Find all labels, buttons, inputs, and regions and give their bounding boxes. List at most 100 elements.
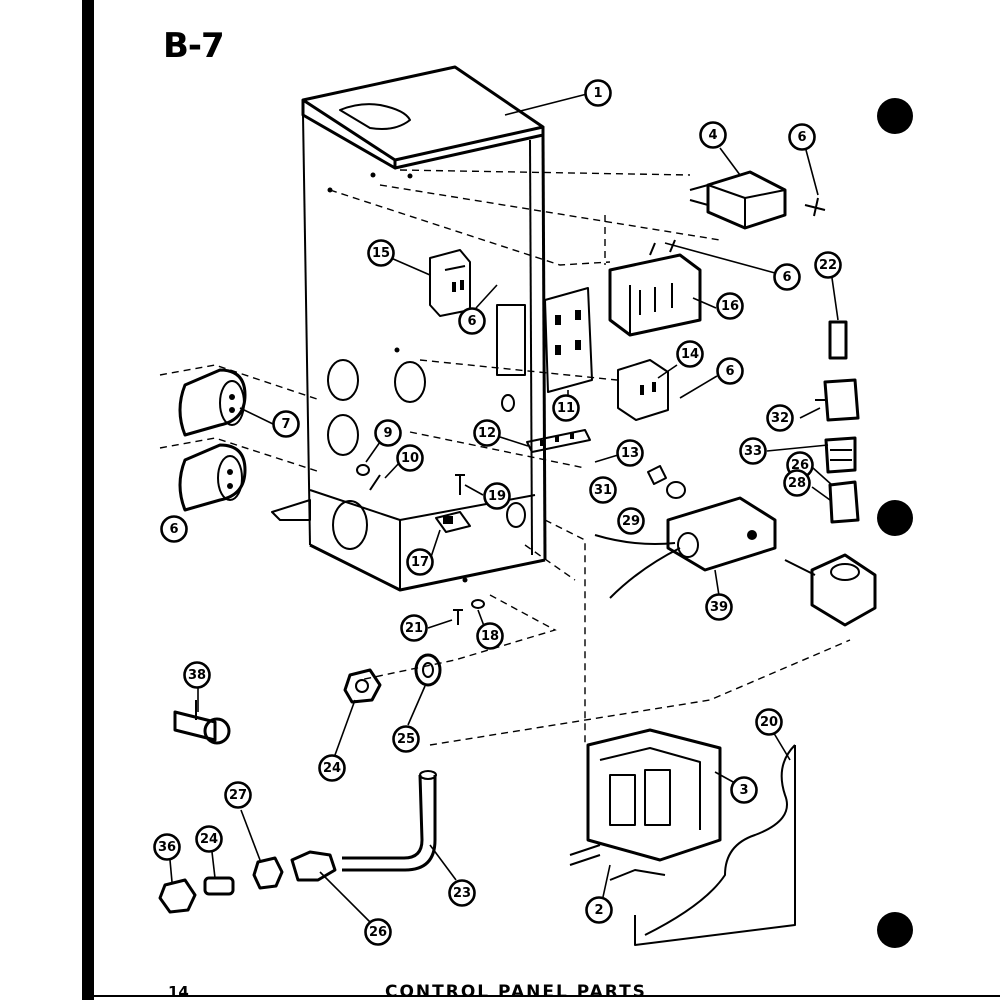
callout-label: 25 [397,732,415,747]
fitting-26-lower [290,850,337,882]
bracket-17 [435,511,471,533]
callout-31: 31 [589,476,617,504]
callout-label: 26 [369,925,387,940]
callout-label: 38 [188,668,206,683]
tube-22 [828,320,848,360]
callout-label: 9 [383,426,392,441]
transformer-4 [689,170,826,230]
callout-label: 28 [788,476,806,491]
callout-label: 6 [725,364,734,379]
callout-label: 1 [593,86,602,101]
callout-9: 9 [374,419,402,447]
control-block-2 [569,728,722,881]
callout-16: 16 [716,292,744,320]
callout-13: 13 [616,439,644,467]
callout-label: 12 [478,426,496,441]
callout-label: 24 [200,832,218,847]
washer-18 [471,599,485,609]
callout-12: 12 [473,419,501,447]
callout-label: 31 [594,483,612,498]
screw-21 [453,609,463,625]
fitting-26 [828,480,860,524]
callout-label: 27 [229,788,247,803]
punch-hole-bottom [877,912,913,948]
page-caption: CONTROL PANEL PARTS [385,982,647,1002]
callout-20: 20 [755,708,783,736]
ring-29 [666,481,686,499]
callout-label: 10 [401,451,419,466]
callout-24: 24 [195,825,223,853]
relay-15 [429,249,471,317]
callout-label: 13 [621,446,639,461]
tube-23 [342,770,437,872]
callout-26: 26 [364,918,392,946]
callout-6: 6 [458,307,486,335]
capacitor-7 [178,368,247,437]
callout-28: 28 [783,469,811,497]
relay-16 [608,239,702,337]
callout-25: 25 [392,725,420,753]
callout-6: 6 [716,357,744,385]
callout-label: 36 [158,840,176,855]
page-label: B-7 [163,26,225,66]
nut-24 [343,668,382,704]
screw-10 [369,474,381,491]
callout-19: 19 [483,482,511,510]
callout-label: 19 [488,489,506,504]
page-number: 14 [168,983,189,1001]
callout-32: 32 [766,404,794,432]
callout-label: 26 [791,458,809,473]
punch-hole-top [877,98,913,134]
clip-31 [647,465,667,485]
callout-17: 17 [406,548,434,576]
fitting-33 [824,436,857,474]
callout-15: 15 [367,239,395,267]
callout-22: 22 [814,251,842,279]
callout-3: 3 [730,776,758,804]
callout-label: 23 [453,886,471,901]
terminal-board-11 [544,287,593,393]
panel-20 [634,744,796,946]
callout-11: 11 [552,394,580,422]
callout-2: 2 [585,896,613,924]
callout-6: 6 [160,515,188,543]
callout-6: 6 [773,263,801,291]
relay-14 [617,359,669,421]
bottom-rule [94,995,1000,997]
callout-label: 11 [557,401,575,416]
callout-label: 17 [411,555,429,570]
callout-label: 2 [594,903,603,918]
callout-label: 24 [323,761,341,776]
callout-label: 39 [710,600,728,615]
callout-4: 4 [699,121,727,149]
callout-14: 14 [676,340,704,368]
callout-label: 6 [797,130,806,145]
callout-label: 33 [744,444,762,459]
callout-23: 23 [448,879,476,907]
punch-hole-middle [877,500,913,536]
callout-39: 39 [705,593,733,621]
control-cabinet [271,65,547,592]
callout-38: 38 [183,661,211,689]
callout-7: 7 [272,410,300,438]
terminal-strip-12 [526,429,591,453]
callout-27: 27 [224,781,252,809]
callout-33: 33 [739,437,767,465]
callout-label: 14 [681,347,699,362]
callout-label: 22 [819,258,837,273]
screw-19 [455,474,465,495]
callout-1: 1 [584,79,612,107]
callout-label: 20 [760,715,778,730]
valve-28 [784,553,877,627]
callout-21: 21 [400,614,428,642]
callout-label: 16 [721,299,739,314]
washer-9 [356,464,370,476]
callout-label: 18 [481,629,499,644]
callout-label: 32 [771,411,789,426]
callout-label: 6 [782,270,791,285]
fitting-27 [252,856,284,890]
callout-18: 18 [476,622,504,650]
callout-29: 29 [617,507,645,535]
leader-lines [169,93,839,923]
